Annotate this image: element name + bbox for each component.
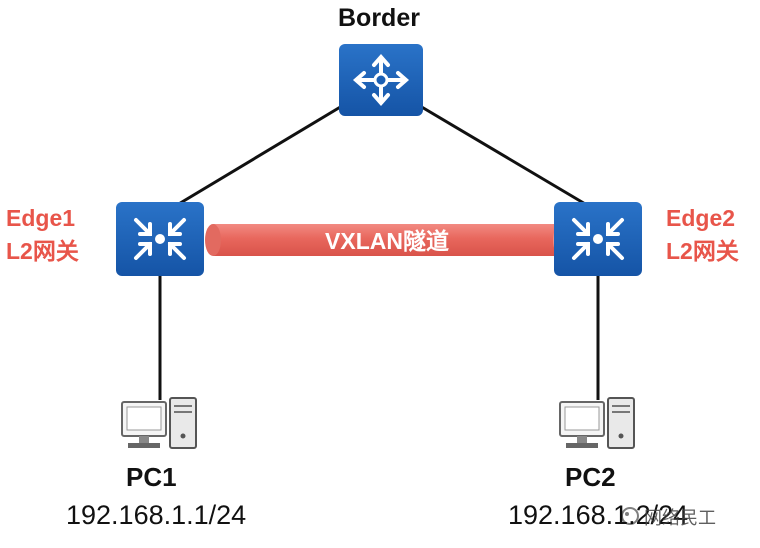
vxlan-tunnel: VXLAN隧道 xyxy=(205,224,569,256)
pc2-desktop-icon xyxy=(559,397,635,449)
pc2-ip: 192.168.1.2/24 xyxy=(508,500,689,530)
edge1-role: L2网关 xyxy=(6,238,79,264)
border-label: Border xyxy=(338,4,420,32)
edge2-switch-icon xyxy=(554,202,642,276)
edge2-name: Edge2 xyxy=(666,205,736,231)
watermark-logo-icon xyxy=(621,507,639,525)
link-border-edge2 xyxy=(419,104,593,210)
pc1-label: PC1 xyxy=(126,462,177,492)
router-icon xyxy=(339,44,423,116)
pc2-label: PC2 xyxy=(565,462,616,492)
pc1-desktop-icon xyxy=(121,397,197,449)
edge1-switch-icon xyxy=(116,202,204,276)
edge2-role: L2网关 xyxy=(666,238,739,264)
pc1-ip: 192.168.1.1/24 xyxy=(66,500,247,530)
link-border-edge1 xyxy=(171,104,343,210)
edge1-name: Edge1 xyxy=(6,205,76,231)
tunnel-label: VXLAN隧道 xyxy=(325,228,449,254)
watermark-text: 网络民工 xyxy=(644,508,716,528)
